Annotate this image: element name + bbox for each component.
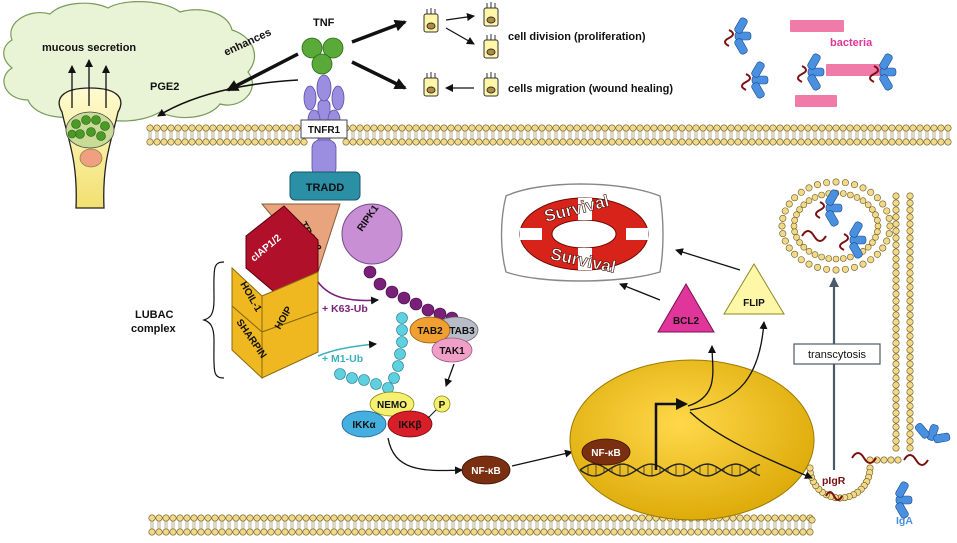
- lubac-label-1: LUBAC: [135, 309, 174, 321]
- m1-ubiquitin-chain: [334, 312, 408, 394]
- bacteria-label: bacteria: [830, 37, 873, 49]
- tab2: [409, 316, 451, 344]
- tab2-label: TAB2: [417, 326, 443, 337]
- nucleus: [569, 359, 815, 521]
- ikka-label: IKKα: [352, 420, 376, 431]
- phospho-p: [433, 395, 451, 413]
- nemo-label: NEMO: [377, 400, 407, 411]
- k63-ubiquitin-chain: [363, 265, 459, 325]
- mucous-cloud: [3, 1, 256, 122]
- iga-label: IgA: [896, 515, 913, 527]
- tnfr1-label: TNFR1: [308, 125, 341, 136]
- ikkb-label: IKKβ: [398, 420, 421, 431]
- tak1: [431, 337, 473, 363]
- tnf-to-division-arrow: [351, 19, 407, 44]
- goblet-cell: [58, 87, 122, 209]
- bcl2-label: BCL2: [673, 316, 700, 327]
- transcytosis-label: transcytosis: [808, 349, 867, 361]
- tnf-label: TNF: [313, 17, 335, 29]
- ikka: [341, 410, 387, 438]
- tradd: [289, 171, 361, 201]
- plasma-membrane-top: [146, 124, 952, 146]
- ripk1: [341, 203, 403, 265]
- mucous-secretion-label: mucous secretion: [42, 42, 136, 54]
- iga-antibodies-lumen: [724, 17, 897, 99]
- nfkb-nuclear: [581, 438, 631, 466]
- m1-label: + M1-Ub: [322, 353, 363, 365]
- transcytosis-vesicle: [778, 178, 894, 274]
- flip-label: FLIP: [743, 298, 765, 309]
- survival-lifebuoy: [500, 183, 664, 282]
- cell-division-label: cell division (proliferation): [508, 31, 646, 43]
- nfkb-cytoplasm: [461, 455, 511, 485]
- nfkb-nuc-label: NF-κB: [591, 448, 620, 459]
- pigr-label: pIgR: [822, 475, 846, 487]
- nfkb-cyto-label: NF-κB: [471, 466, 500, 477]
- flip: [723, 263, 785, 315]
- bacteria-group: [790, 20, 888, 107]
- lubac-complex: [231, 266, 319, 380]
- tradd-label: TRADD: [306, 182, 345, 194]
- tak1-label: TAK1: [439, 346, 465, 357]
- transcytosis-box: [793, 343, 881, 365]
- bcl2: [657, 283, 715, 333]
- phospho-label: P: [439, 400, 446, 411]
- cell-migration-label: cells migration (wound healing): [508, 83, 673, 95]
- lubac-label-2: complex: [131, 323, 177, 335]
- pge2-label: PGE2: [150, 81, 179, 93]
- dna-helix: [579, 463, 761, 477]
- k63-label: + K63-Ub: [322, 303, 368, 315]
- tab3-label: TAB3: [449, 326, 475, 337]
- plasma-membrane-bottom: [148, 514, 814, 536]
- tnfr1-box: [300, 119, 348, 139]
- tnf-trimer: [301, 37, 344, 75]
- enhances-arrow: [226, 52, 299, 92]
- tnf-to-migration-arrow: [351, 60, 407, 90]
- division-cells: [423, 2, 499, 59]
- ikkb: [387, 410, 433, 438]
- lubac-brace: [202, 261, 225, 379]
- iga-at-membrane: [825, 423, 951, 519]
- migration-cells: [423, 72, 499, 97]
- secretion-arrows: [68, 59, 110, 108]
- iga-in-vesicle: [801, 189, 867, 259]
